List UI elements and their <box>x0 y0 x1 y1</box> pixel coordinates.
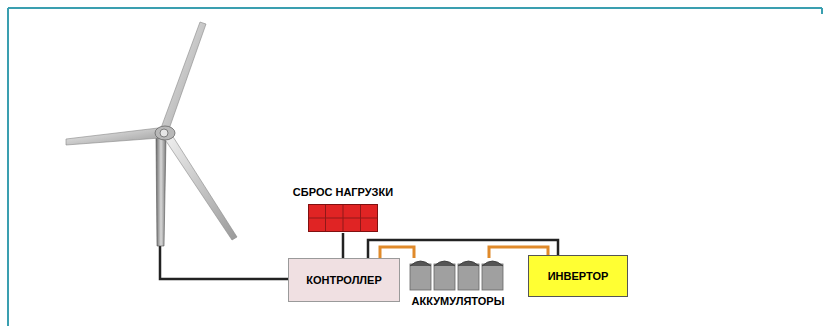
battery-cell <box>434 264 455 290</box>
battery-terminal <box>410 261 431 266</box>
battery-terminal <box>458 261 479 266</box>
dump-load: СБРОС НАГРУЗКИ <box>287 186 400 233</box>
battery-terminal <box>482 261 503 266</box>
hub <box>160 129 168 137</box>
battery-cell <box>410 264 431 290</box>
node-label: СБРОС НАГРУЗКИ <box>293 186 393 199</box>
blade <box>66 128 160 145</box>
battery-cell <box>458 264 479 290</box>
controller-box: КОНТРОЛЛЕР <box>288 258 400 302</box>
nacelle <box>155 126 175 140</box>
frame-line <box>821 8 823 14</box>
battery-cell <box>482 264 503 290</box>
node-label: КОНТРОЛЛЕР <box>306 274 382 287</box>
blade <box>164 132 237 240</box>
node-label: АККУМУЛЯТОРЫ <box>396 295 520 308</box>
generator-cable <box>160 245 288 279</box>
battery-cells <box>402 258 514 292</box>
wire <box>380 247 414 258</box>
panel-grid <box>309 218 377 219</box>
frame-line <box>8 7 822 9</box>
blade <box>161 22 206 132</box>
frame-line <box>7 8 9 326</box>
wire <box>342 233 345 258</box>
node-label: ИНВЕРТОР <box>548 270 609 283</box>
tower <box>156 138 166 246</box>
battery-bank: АККУМУЛЯТОРЫ <box>396 258 520 310</box>
inverter-box: ИНВЕРТОР <box>528 255 628 297</box>
panel-body <box>309 205 378 232</box>
battery-terminal <box>434 261 455 266</box>
dump-load-panel <box>308 204 378 232</box>
